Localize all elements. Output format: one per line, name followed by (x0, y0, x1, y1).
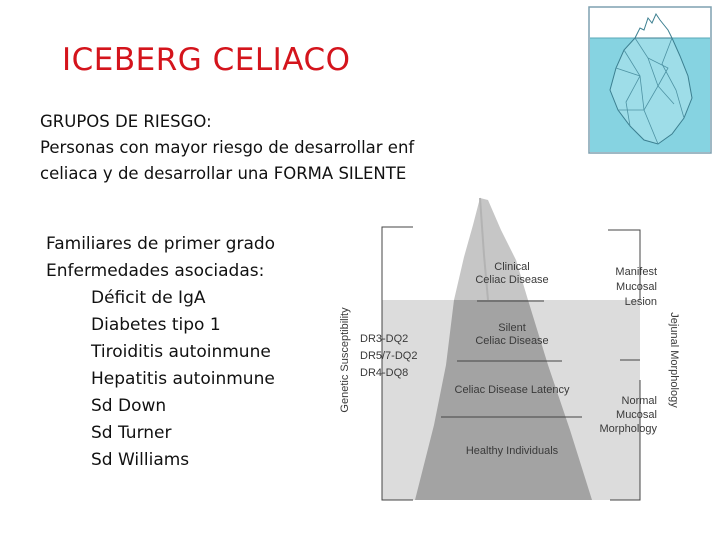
normal-morphology-label: Mucosal (616, 409, 657, 421)
risk-group-item: Familiares de primer grado (46, 234, 276, 254)
silent-layer-label: Celiac Disease (475, 335, 548, 347)
genotype-label: DR4-DQ8 (360, 367, 408, 379)
iceberg-ridge (479, 197, 489, 301)
risk-group-item: Sd Turner (91, 423, 172, 443)
manifest-lesion-bracket (608, 229, 641, 300)
clinical-layer-label: Clinical (494, 261, 529, 273)
thumbnail-ice-facet (647, 57, 675, 105)
normal-morphology-bracket (610, 380, 641, 501)
thumbnail-ice-facet (615, 67, 645, 111)
right-axis-label: Jejunal Morphology (668, 312, 680, 408)
thumbnail-iceberg-tip (634, 12, 673, 39)
risk-group-item: Sd Williams (91, 450, 190, 470)
iceberg-below-water (415, 300, 592, 500)
genotype-label: DR3-DQ2 (360, 333, 408, 345)
risk-group-item: Hepatitis autoinmune (91, 369, 275, 389)
manifest-lesion-label: Mucosal (616, 281, 657, 293)
risk-group-list: Familiares de primer grado Enfermedades … (46, 231, 275, 474)
thumbnail-ice-facet (661, 37, 685, 119)
normal-morphology-label: Morphology (600, 423, 658, 435)
silent-layer-label: Silent (498, 322, 526, 334)
celiac-iceberg-diagram: Genetic Susceptibility Jejunal Morpholog… (339, 197, 680, 501)
subtitle-line: Personas con mayor riesgo de desarrollar… (40, 138, 415, 157)
risk-group-item: Enfermedades asociadas: (46, 261, 265, 281)
subtitle-line: GRUPOS DE RIESGO: (40, 112, 212, 131)
iceberg-above-water (454, 198, 528, 300)
manifest-lesion-label: Lesion (625, 296, 657, 308)
healthy-layer-label: Healthy Individuals (466, 445, 559, 457)
latency-layer-label: Celiac Disease Latency (455, 384, 570, 396)
thumbnail-ice-facet (623, 49, 641, 127)
clinical-layer-label: Celiac Disease (475, 274, 548, 286)
subtitle: GRUPOS DE RIESGO: Personas con mayor rie… (40, 109, 414, 187)
genetic-susceptibility-bracket (381, 226, 413, 501)
slide-title: ICEBERG CELIACO (62, 42, 351, 78)
risk-group-item: Tiroiditis autoinmune (91, 342, 271, 362)
risk-group-item: Diabetes tipo 1 (91, 315, 221, 335)
normal-morphology-label: Normal (622, 395, 657, 407)
subtitle-line: celiaca y de desarrollar una FORMA SILEN… (40, 164, 407, 183)
iceberg-thumbnail-image (588, 6, 712, 154)
genotype-label: DR5/7-DQ2 (360, 350, 417, 362)
risk-group-item: Déficit de IgA (91, 288, 206, 308)
risk-group-item: Sd Down (91, 396, 167, 416)
left-axis-label: Genetic Susceptibility (339, 307, 351, 413)
manifest-lesion-label: Manifest (615, 266, 657, 278)
